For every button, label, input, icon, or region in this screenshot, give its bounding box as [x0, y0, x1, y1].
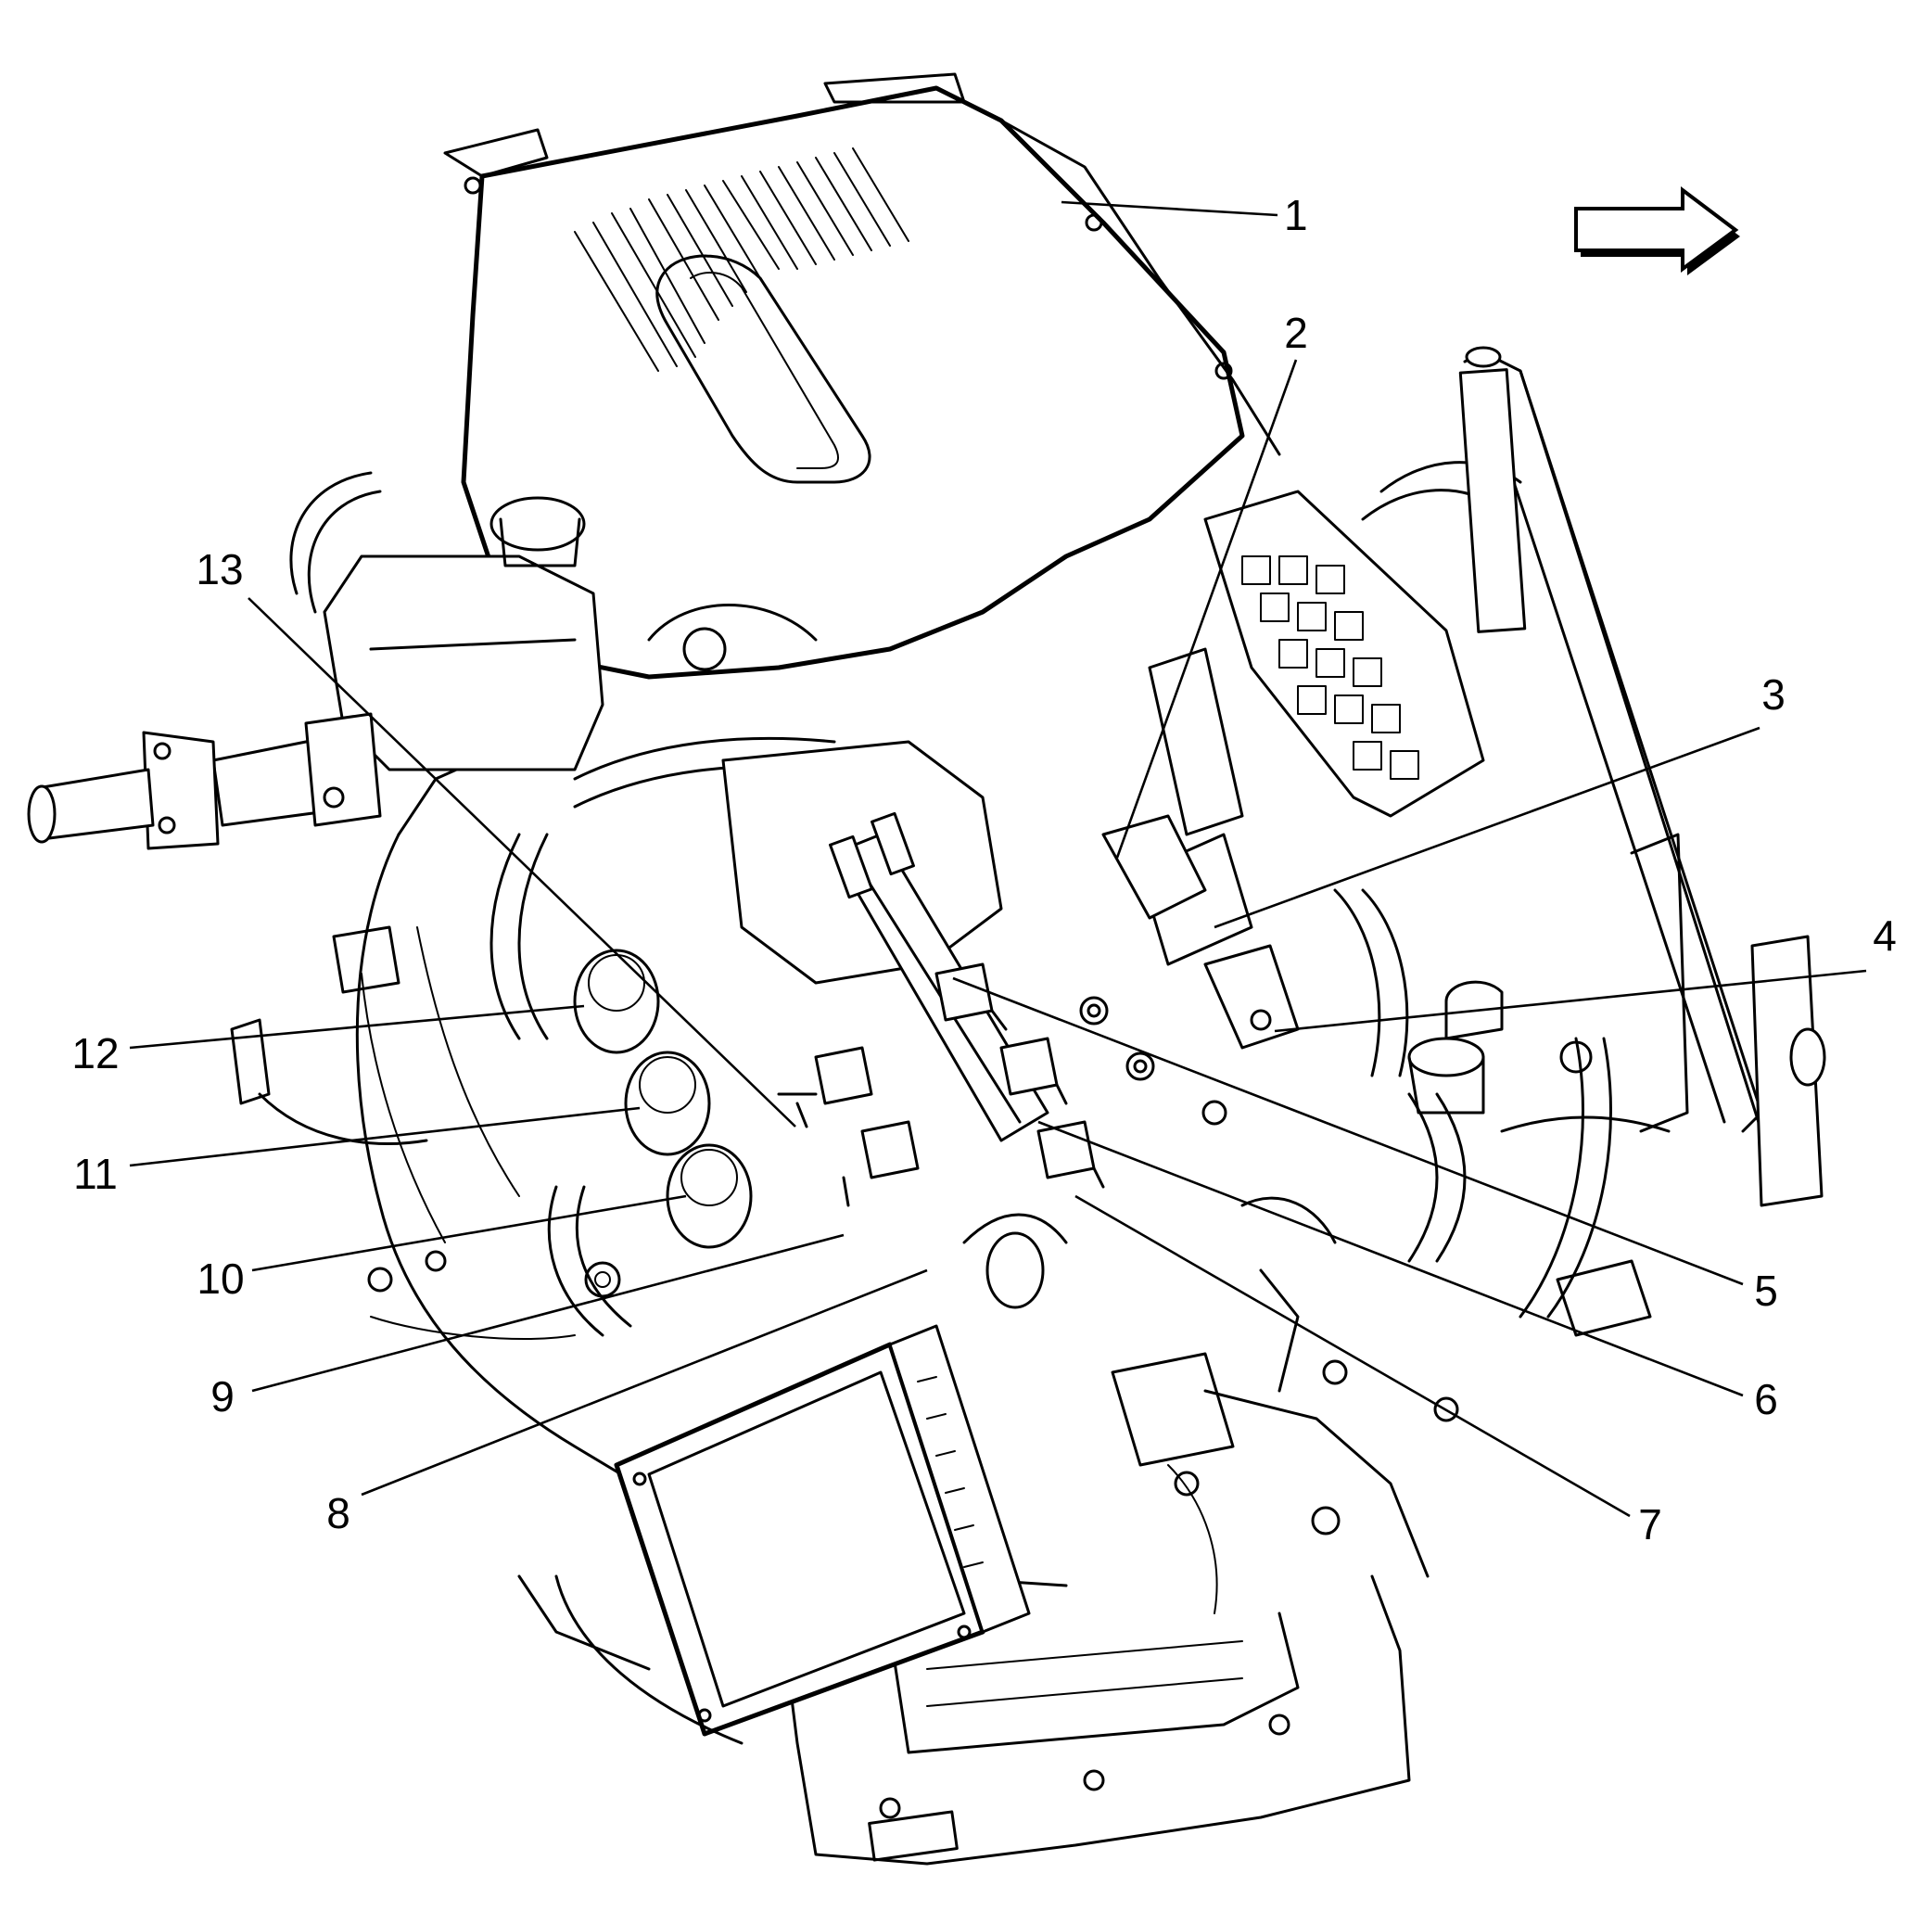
callout-4: 4 [1873, 911, 1897, 960]
leader-3 [1214, 726, 1760, 929]
misc-brackets [230, 925, 1652, 1535]
callout-8: 8 [326, 1489, 350, 1537]
callout-2: 2 [1284, 309, 1308, 357]
leader-9 [251, 1233, 845, 1393]
leader-4 [1274, 969, 1867, 1033]
radiator [1458, 346, 1826, 1207]
leader-6 [1037, 1120, 1744, 1397]
ignition-coils [573, 949, 753, 1249]
engine-control-module [517, 1324, 1031, 1745]
drive-shaft-left [27, 712, 382, 850]
leader-7 [1074, 1194, 1631, 1518]
transmission-housing [355, 721, 1068, 1587]
fuse-relay-box [1138, 490, 1485, 966]
leader-5 [952, 976, 1744, 1286]
callout-11: 11 [73, 1150, 118, 1198]
callout-10: 10 [197, 1255, 244, 1303]
leader-1 [1061, 200, 1278, 217]
callout-1: 1 [1284, 191, 1308, 239]
intake-and-fuel-rail [721, 740, 1105, 1309]
callout-7: 7 [1638, 1500, 1662, 1548]
callout-3: 3 [1761, 670, 1786, 719]
front-direction-arrow-icon [1574, 185, 1740, 275]
fuel-injectors [795, 962, 1105, 1207]
callout-5: 5 [1754, 1267, 1778, 1315]
ecm-connector-pins [917, 1376, 984, 1568]
leader-10 [251, 1194, 687, 1272]
engine-illustration [27, 72, 1826, 1866]
callout-leaders [129, 200, 1867, 1518]
coolant-reservoir [289, 471, 604, 771]
leader-2 [1115, 359, 1298, 859]
callout-13: 13 [196, 545, 243, 593]
callout-labels: 1 2 3 4 5 6 7 8 9 10 11 12 13 [71, 191, 1896, 1548]
leader-8 [361, 1268, 928, 1497]
leader-13 [248, 597, 796, 1128]
sensor-connectors [1101, 814, 1593, 1081]
cover-ribs [574, 147, 909, 372]
callout-9: 9 [210, 1372, 235, 1421]
oil-pan [777, 1389, 1430, 1866]
relay-grid [1241, 555, 1419, 780]
callout-12: 12 [71, 1029, 119, 1077]
leader-11 [129, 1106, 641, 1167]
callout-6: 6 [1754, 1375, 1778, 1423]
leader-12 [129, 1004, 585, 1050]
